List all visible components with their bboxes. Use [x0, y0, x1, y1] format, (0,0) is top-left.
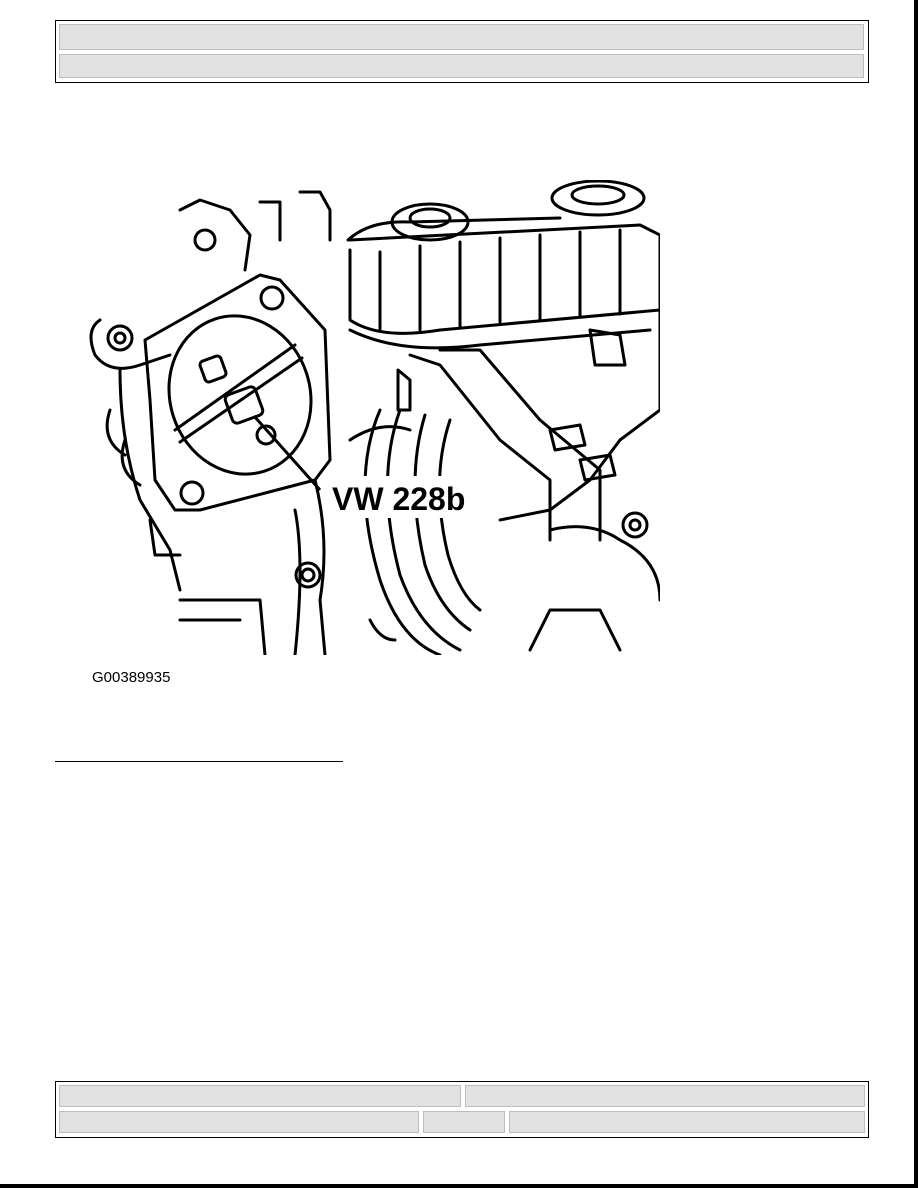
figure-id: G00389935	[92, 669, 171, 686]
footer-left-bottom	[59, 1111, 419, 1133]
section-divider	[55, 761, 343, 762]
engine-illustration: VW 228b	[89, 180, 660, 655]
callout-label: VW 228b	[332, 481, 465, 517]
header-subtitle-bar	[59, 54, 864, 78]
page-footer	[55, 1081, 869, 1138]
footer-right-top	[465, 1085, 865, 1107]
footer-left-top	[59, 1085, 461, 1107]
footer-mid-bottom	[423, 1111, 505, 1133]
page-header	[55, 20, 869, 83]
footer-right-bottom	[509, 1111, 865, 1133]
header-title-bar	[59, 24, 864, 50]
